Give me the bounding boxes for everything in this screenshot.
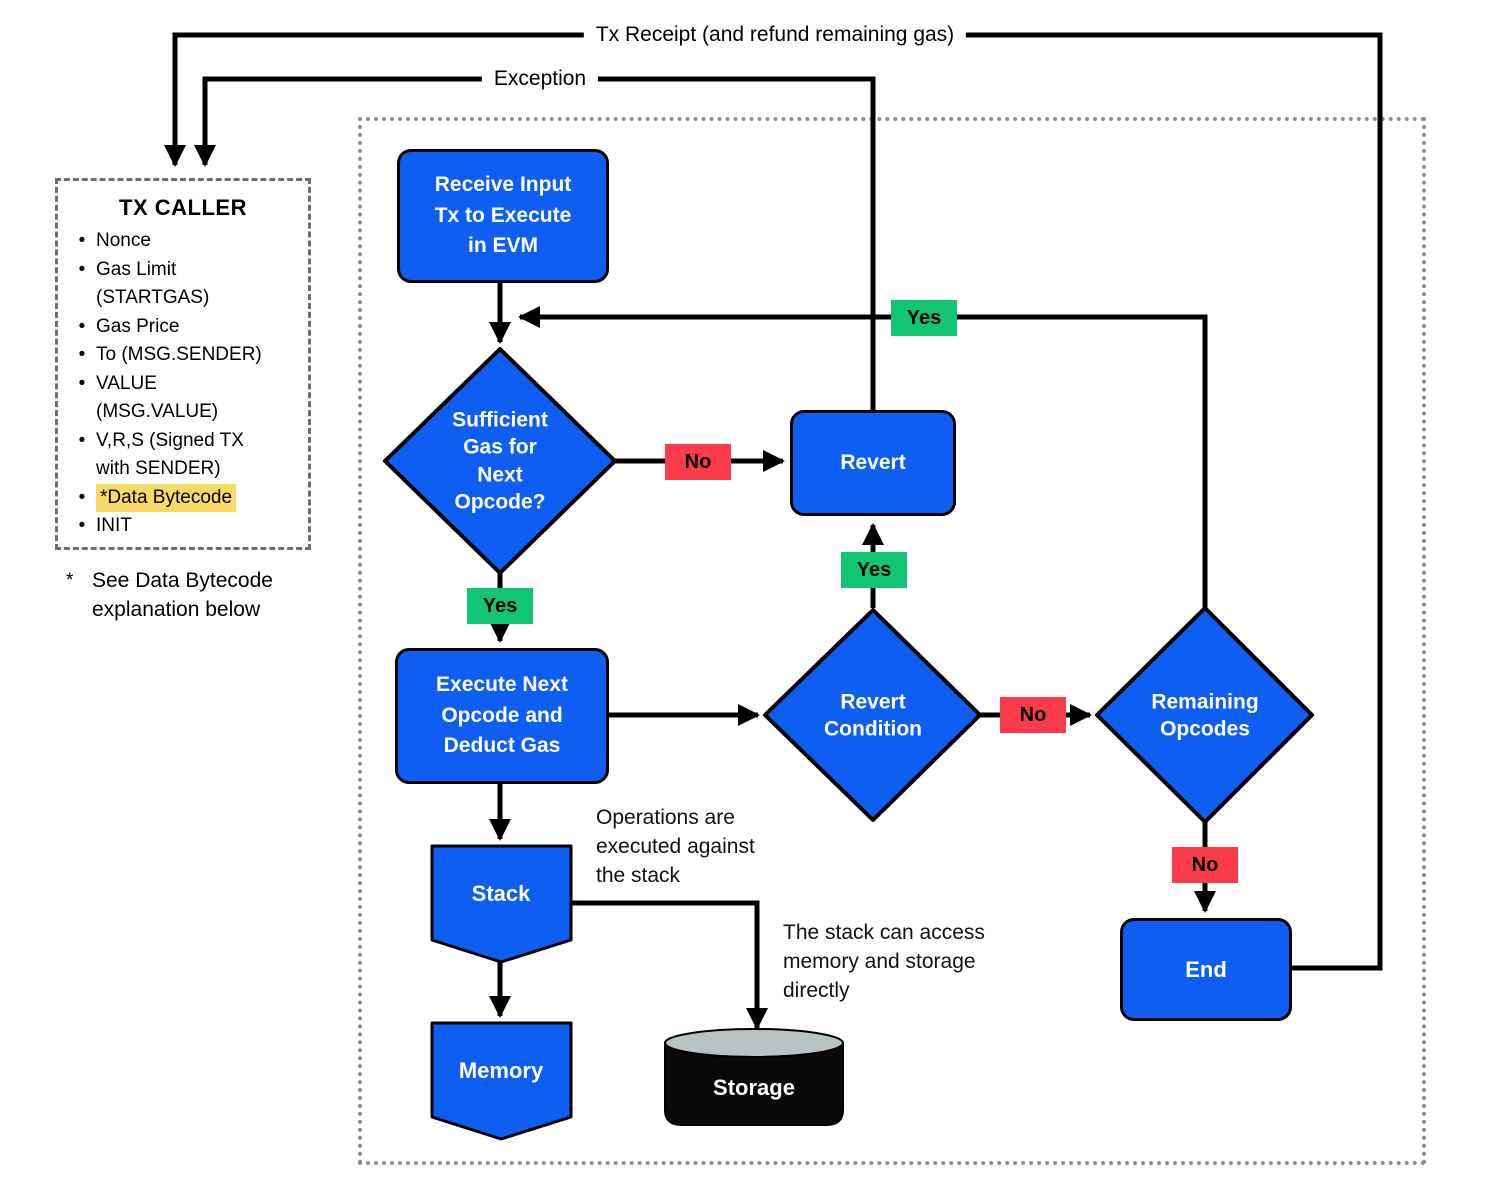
badge-yes-to-execute: Yes <box>467 588 533 624</box>
node-stack-label: Stack <box>471 881 531 906</box>
tx-caller-item-init: • INIT <box>68 512 298 541</box>
tx-caller-item-label-highlighted: *Data Bytecode <box>96 483 237 512</box>
asterisk-marker: * <box>66 570 74 591</box>
tx-caller-item-label: VALUE (MSG.VALUE) <box>96 372 219 423</box>
edge-yes-loop <box>518 306 1208 608</box>
tx-caller-item-nonce: • Nonce <box>68 227 298 256</box>
tx-caller-item-to: • To (MSG.SENDER) <box>68 341 298 370</box>
tx-caller-item-data-bytecode: • *Data Bytecode <box>68 483 298 512</box>
storage-cylinder-body <box>664 1042 844 1126</box>
bullet-icon: • <box>78 315 86 337</box>
bullet-icon: • <box>78 515 86 536</box>
tx-receipt-label: Tx Receipt (and refund remaining gas) <box>583 23 967 47</box>
evm-dotted-frame <box>358 117 1426 1165</box>
tx-caller-item-label: Gas Limit (STARTGAS) <box>96 258 210 309</box>
badge-no-to-end: No <box>1172 847 1238 883</box>
bullet-icon: • <box>78 258 86 280</box>
node-storage-label: Storage <box>713 1075 795 1100</box>
exception-label: Exception <box>481 67 599 91</box>
bullet-icon: • <box>78 230 86 251</box>
diamond-revert-condition <box>763 608 982 822</box>
badge-no-to-revert: No <box>665 444 731 480</box>
tx-caller-item-label: INIT <box>96 515 132 536</box>
edge-stack-to-storage <box>571 900 768 1030</box>
annotation-stack-access: The stack can access memory and storage … <box>783 921 985 1002</box>
shape-memory <box>430 1021 573 1141</box>
bullet-icon: • <box>78 429 86 451</box>
bullet-icon: • <box>78 372 86 394</box>
bullet-icon: • <box>78 486 86 508</box>
node-end: End <box>1120 918 1292 1021</box>
node-receive-input: Receive Input Tx to Execute in EVM <box>397 149 609 283</box>
badge-yes-to-revert: Yes <box>841 552 907 588</box>
tx-caller-item-vrs: • V,R,S (Signed TX with SENDER) <box>68 427 298 484</box>
node-execute-opcode: Execute Next Opcode and Deduct Gas <box>395 648 609 784</box>
annotation-stack-operations: Operations are executed against the stac… <box>596 806 755 887</box>
tx-caller-item-value: • VALUE (MSG.VALUE) <box>68 370 298 427</box>
node-remaining-opcodes-label: Remaining Opcodes <box>1151 690 1259 741</box>
tx-caller-item-label: Nonce <box>96 230 151 251</box>
data-bytecode-footnote: * See Data Bytecode explanation below <box>66 566 273 624</box>
node-revert: Revert <box>790 410 956 516</box>
footnote-text: See Data Bytecode explanation below <box>92 569 273 621</box>
node-revert-condition-label: Revert Condition <box>824 690 922 741</box>
tx-caller-item-gas-limit: • Gas Limit (STARTGAS) <box>68 256 298 313</box>
tx-caller-item-label: To (MSG.SENDER) <box>96 344 262 365</box>
node-sufficient-gas-label: Sufficient Gas for Next Opcode? <box>452 408 548 514</box>
node-memory-label: Memory <box>458 1058 544 1083</box>
bullet-icon: • <box>78 344 86 365</box>
diamond-remaining-opcodes <box>1095 606 1314 824</box>
tx-caller-item-gas-price: • Gas Price <box>68 313 298 342</box>
badge-yes-loop: Yes <box>891 300 957 336</box>
shape-stack <box>430 844 573 964</box>
tx-caller-item-label: V,R,S (Signed TX with SENDER) <box>96 429 244 480</box>
badge-no-to-remaining: No <box>1000 697 1066 733</box>
tx-caller-item-label: Gas Price <box>96 315 180 337</box>
tx-caller-title: TX CALLER <box>119 195 247 220</box>
diamond-sufficient-gas <box>383 347 617 575</box>
tx-caller-panel: TX CALLER • Nonce • Gas Limit (STARTGAS)… <box>55 178 311 550</box>
edge-tx-receipt <box>164 32 1383 971</box>
